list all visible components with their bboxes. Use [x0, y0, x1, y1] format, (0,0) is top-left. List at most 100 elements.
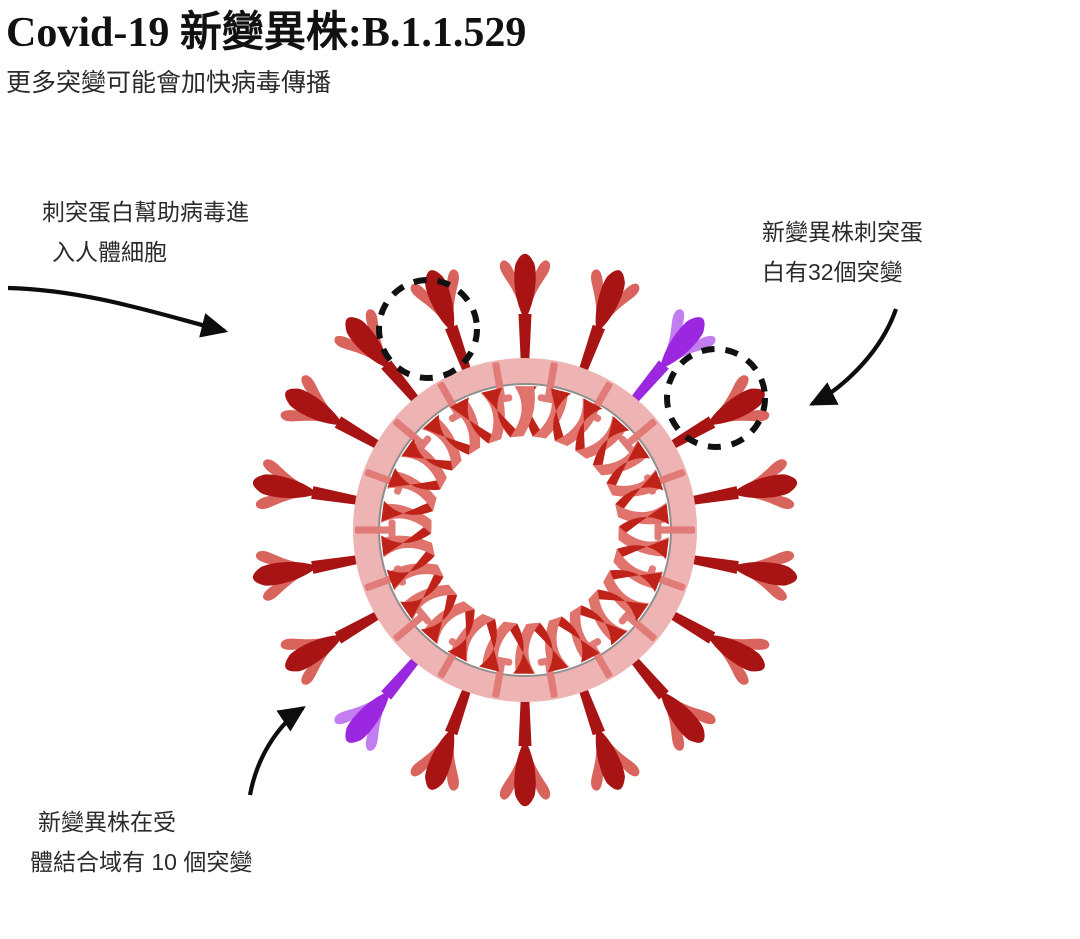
rna-coil-segment-dark — [387, 467, 447, 491]
membrane-protein-stem — [492, 657, 506, 698]
rna-coil-segment-light — [510, 386, 535, 438]
spike-head-center — [285, 634, 344, 672]
spike-head-lobe-left — [410, 283, 456, 339]
rna-coil-segment-dark — [618, 503, 669, 539]
spike-head-lobe-left — [525, 734, 551, 800]
spike-protein-layer — [252, 253, 798, 807]
rna-coil-segment-dark — [527, 622, 568, 673]
rna-coil-segment-dark — [549, 616, 600, 663]
membrane-protein-head — [618, 435, 636, 454]
rna-coil-segment-dark — [447, 601, 475, 662]
rna-coil-segment-dark — [575, 398, 603, 459]
spike-head-lobe-right — [334, 686, 394, 725]
membrane-protein — [355, 519, 396, 541]
rna-coil-segment-dark — [482, 387, 523, 438]
rna-coil-segment-light — [449, 398, 481, 455]
annotation-rbd-mutations: 新變異株在受 體結合域有 10 個突變 — [30, 802, 252, 882]
rna-coil-segment-dark — [386, 543, 435, 590]
spike-head-center — [731, 561, 798, 586]
highlight-circle-layer — [376, 277, 768, 450]
rna-coil-segment-light — [381, 535, 435, 558]
spike-head-center — [659, 690, 705, 743]
spike-head-lobe-left — [365, 686, 394, 751]
spike-head-lobe-right — [446, 269, 459, 339]
spike-head-lobe-right — [725, 565, 787, 601]
spike-head-lobe-left — [334, 335, 394, 374]
annotation-rbd-mutations-line2: 體結合域有 10 個突變 — [30, 849, 253, 875]
rna-coil-segment-dark — [550, 388, 571, 446]
rna-coil-segment-light — [480, 388, 505, 444]
membrane-protein — [654, 519, 695, 541]
spike-head-lobe-left — [263, 565, 325, 601]
spike-head-lobe-right — [301, 375, 349, 428]
membrane-protein-stem — [544, 657, 558, 698]
spike-head-lobe-right — [725, 493, 795, 510]
membrane-protein-stem — [355, 526, 395, 534]
annotation-spike-function-line1: 刺突蛋白幫助病毒進 — [42, 199, 249, 225]
arrow-to-mutated-rbd — [247, 706, 306, 796]
rna-coil-segment-light — [606, 469, 663, 497]
arrow-to-mutated-spike — [808, 308, 898, 406]
spike-head-lobe-left — [656, 309, 685, 374]
spike-head-lobe-left — [446, 721, 459, 791]
spike-head-center — [345, 317, 391, 370]
rna-coil-segment-dark — [423, 414, 480, 455]
rna-coil-segment-dark — [613, 538, 669, 562]
rna-coil-segment-dark — [401, 438, 461, 471]
membrane-protein-head — [414, 606, 432, 625]
spike-head-lobe-right — [499, 734, 525, 800]
spike-head-center — [252, 474, 319, 499]
spike-head-lobe-right — [591, 721, 604, 791]
rna-coil-segment-light — [569, 605, 601, 662]
spike-head-lobe-left — [301, 632, 349, 685]
membrane-protein-stem — [544, 362, 558, 403]
rna-coil-segment-dark — [400, 565, 444, 619]
membrane-protein-stem — [393, 611, 427, 642]
annotation-spike-function: 刺突蛋白幫助病毒進 入人體細胞 — [42, 192, 249, 272]
spike-head-lobe-right — [263, 459, 325, 495]
rna-coil-segment-dark — [420, 585, 458, 644]
spike-head-lobe-right — [525, 260, 551, 326]
membrane-protein-stem — [655, 526, 695, 534]
rna-coil-segment-light — [545, 616, 570, 672]
page-title: Covid-19 新變異株:B.1.1.529 — [6, 10, 527, 56]
rna-coil-segment-dark — [570, 605, 627, 646]
rna-coil-segment-dark — [615, 470, 664, 517]
arrow-to-spike — [7, 285, 229, 338]
spike-head-lobe-right — [365, 309, 394, 374]
spike-highlight-left — [376, 277, 480, 381]
callout-arrow-layer — [7, 285, 898, 796]
spike-protein — [672, 459, 798, 510]
spike-head-lobe-left — [725, 550, 795, 567]
spike-head-lobe-left — [594, 721, 640, 777]
rna-coil-segment-dark — [381, 521, 432, 557]
spike-head-lobe-left — [656, 686, 716, 725]
header: Covid-19 新變異株:B.1.1.529 更多突變可能會加快病毒傳播 — [6, 8, 906, 100]
spike-head-center — [706, 388, 765, 426]
spike-head-center — [595, 270, 625, 333]
spike-head-lobe-right — [656, 335, 716, 374]
rna-coil-segment-light — [387, 563, 444, 591]
spike-head-center — [514, 740, 536, 807]
rna-coil-segment-dark — [479, 614, 500, 672]
spike-head-center — [252, 561, 319, 586]
membrane-protein — [393, 606, 432, 642]
membrane-protein-stem — [492, 362, 506, 403]
spike-head-lobe-left — [725, 459, 787, 495]
spike-head-center — [345, 690, 391, 743]
rna-coil-segment-dark — [592, 416, 630, 475]
spike-head-center — [659, 317, 705, 370]
membrane-protein-stem — [623, 418, 657, 449]
annotation-spike-function-line2: 入人體細胞 — [52, 239, 167, 265]
membrane-protein-head — [654, 519, 662, 541]
spike-head-center — [514, 253, 536, 320]
membrane-protein-head — [388, 519, 396, 541]
rna-nucleocapsid-helix — [381, 386, 669, 674]
membrane-protein-stem — [393, 418, 427, 449]
spike-head-center — [595, 727, 625, 790]
rna-coil-segment-dark — [504, 621, 534, 674]
spike-head-lobe-right — [255, 550, 325, 567]
rna-coil-segment-dark — [381, 498, 437, 522]
spike-head-center — [425, 727, 455, 790]
